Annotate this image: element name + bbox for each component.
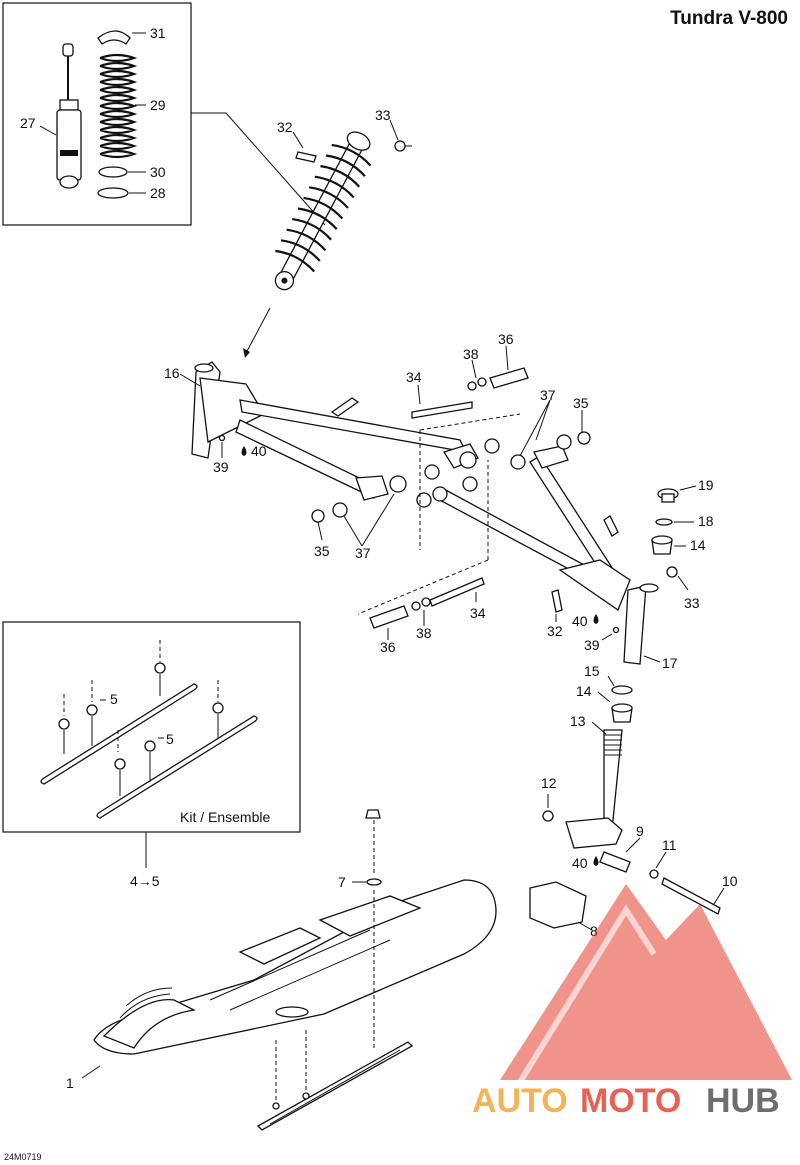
a-arm-assembly: 38 36 34 34 38 36 37 37 35 35 16 39 40: [164, 331, 700, 671]
callout-38-upper: 38: [463, 346, 479, 362]
callout-31: 31: [150, 25, 166, 41]
callout-36-lower: 36: [380, 639, 396, 655]
shock-absorber-27: [56, 43, 82, 189]
callout-7: 7: [338, 874, 346, 890]
callout-32-right: 32: [547, 623, 563, 639]
automotohub-logo: AUTO MOTO HUB: [472, 884, 792, 1120]
callout-9: 9: [636, 823, 644, 839]
shock-inset: 31 29 30 28 27: [2, 2, 192, 226]
kit-reference: 4→5: [130, 873, 160, 889]
callout-33-right: 33: [684, 595, 700, 611]
grease-drop-icon: [593, 614, 599, 624]
ski-assembly: 7 1: [66, 809, 497, 1131]
callout-5-inset-lower: 5: [166, 731, 174, 747]
callout-18: 18: [698, 513, 714, 529]
callout-13: 13: [570, 713, 586, 729]
grease-drop-icon: [241, 446, 247, 456]
spindle-bushings: 19 18 14: [651, 477, 714, 555]
callout-1: 1: [66, 1075, 74, 1091]
callout-15: 15: [584, 663, 600, 679]
callout-36-upper: 36: [498, 331, 514, 347]
watermark-auto: AUTO: [472, 1082, 568, 1120]
callout-11: 11: [662, 837, 677, 853]
lower-spindle: 15 14 13 12 9 11 10 8 40: [529, 663, 738, 939]
shock-assembly: 32 33: [274, 107, 412, 291]
watermark-hub: HUB: [706, 1082, 780, 1120]
callout-39-right: 39: [584, 637, 600, 653]
callout-40-left: 40: [251, 443, 267, 459]
callout-29: 29: [150, 97, 166, 113]
callout-40-lower: 40: [572, 855, 588, 871]
callout-14-lower: 14: [576, 683, 592, 699]
callout-38-lower: 38: [416, 625, 432, 641]
ring-30: [98, 166, 128, 178]
callout-12: 12: [541, 775, 557, 791]
callout-17: 17: [662, 655, 678, 671]
watermark-moto: MOTO: [580, 1082, 681, 1120]
callout-19: 19: [698, 477, 714, 493]
callout-28: 28: [150, 185, 166, 201]
callout-35-lower: 35: [314, 543, 330, 559]
kit-label: Kit / Ensemble: [180, 809, 270, 825]
spring-stopper-31: [97, 30, 131, 45]
washer-28: [97, 187, 129, 199]
callout-32-top: 32: [277, 119, 293, 135]
callout-27: 27: [20, 115, 36, 131]
diagram-title: Tundra V-800: [670, 8, 788, 29]
callout-37-upper: 37: [540, 387, 556, 403]
spring-29: [99, 53, 138, 159]
diagram-code: 24M0719: [4, 1152, 42, 1162]
callout-16: 16: [164, 365, 180, 381]
callout-39-left: 39: [213, 459, 229, 475]
callout-30: 30: [150, 164, 166, 180]
callout-35-upper: 35: [573, 395, 589, 411]
grease-drop-icon: [593, 856, 599, 866]
callout-10: 10: [722, 873, 738, 889]
callout-34-lower: 34: [470, 605, 486, 621]
carbide-kit-inset: 5 5 Kit / Ensemble: [2, 621, 301, 833]
callout-8: 8: [590, 923, 598, 939]
callout-40-right: 40: [572, 613, 588, 629]
callout-37-lower: 37: [355, 545, 371, 561]
callout-5-inset-upper: 5: [110, 691, 118, 707]
callout-14-upper: 14: [690, 537, 706, 553]
callout-33-top: 33: [375, 107, 391, 123]
callout-34-upper: 34: [406, 369, 422, 385]
